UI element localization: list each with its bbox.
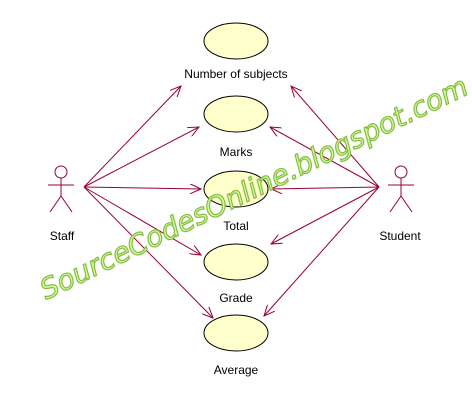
- actor-staff[interactable]: Staff: [48, 165, 75, 243]
- association-staff-average: [83, 186, 213, 318]
- association-student-subjects: [291, 86, 380, 188]
- actor-student[interactable]: Student: [379, 165, 421, 243]
- use-case-label: Total: [223, 219, 248, 233]
- use-case-ellipse[interactable]: [203, 243, 269, 281]
- association-staff-total: [83, 187, 201, 189]
- use-case-number-of-subjects[interactable]: Number of subjects: [184, 22, 288, 81]
- use-case-label: Marks: [220, 145, 253, 159]
- actor-head: [394, 165, 408, 179]
- use-case-ellipse[interactable]: [203, 22, 269, 60]
- association-staff-grade: [83, 186, 201, 255]
- association-student-average: [264, 186, 380, 316]
- use-case-ellipse[interactable]: [203, 95, 269, 133]
- actor-label: Staff: [50, 229, 75, 243]
- association-student-total: [271, 187, 380, 189]
- actor-label: Student: [379, 229, 421, 243]
- use-case-label: Average: [214, 363, 259, 377]
- use-case-ellipse[interactable]: [203, 314, 269, 352]
- association-student-marks: [270, 127, 380, 188]
- actor-left-leg: [389, 195, 402, 213]
- associations: [83, 86, 380, 318]
- actor-right-leg: [60, 195, 73, 213]
- actor-right-leg: [400, 195, 413, 213]
- use-case-label: Number of subjects: [184, 67, 287, 81]
- use-case-label: Grade: [219, 291, 253, 305]
- association-staff-subjects: [83, 86, 181, 188]
- association-student-grade: [271, 186, 380, 244]
- use-case-total[interactable]: Total: [203, 170, 269, 233]
- use-case-average[interactable]: Average: [203, 314, 269, 377]
- actor-left-leg: [49, 195, 62, 213]
- use-case-grade[interactable]: Grade: [203, 243, 269, 305]
- actor-head: [54, 165, 68, 179]
- use-case-ellipse[interactable]: [203, 170, 269, 208]
- use-case-marks[interactable]: Marks: [203, 95, 269, 159]
- association-staff-marks: [83, 127, 199, 188]
